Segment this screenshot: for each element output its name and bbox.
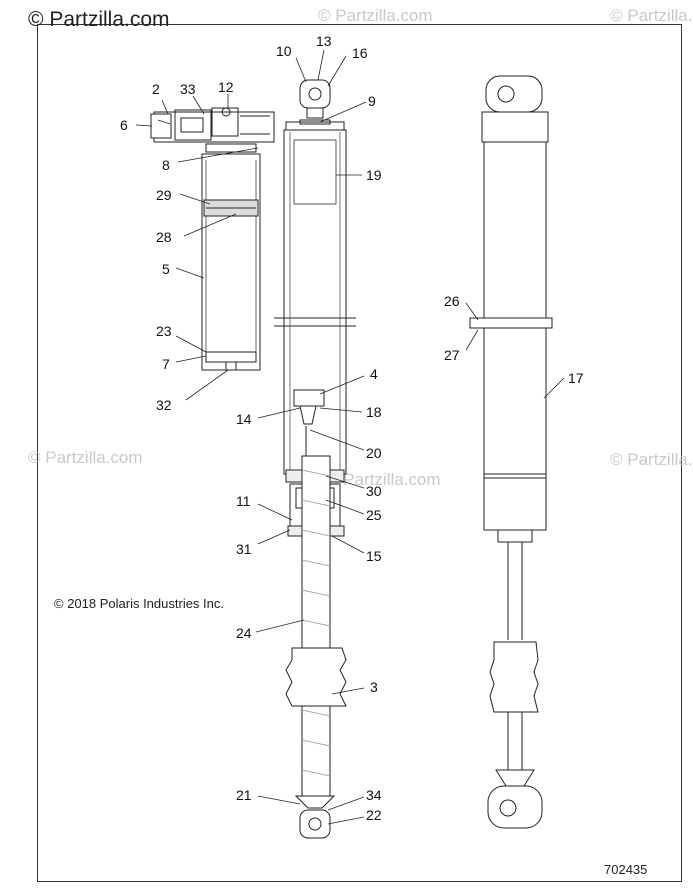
callout-18: 18 xyxy=(366,404,382,420)
callout-29: 29 xyxy=(156,187,172,203)
callout-12: 12 xyxy=(218,79,234,95)
callout-25: 25 xyxy=(366,507,382,523)
callout-3: 3 xyxy=(370,679,378,695)
logo-text: Partzilla.com xyxy=(49,8,170,31)
callout-24: 24 xyxy=(236,625,252,641)
diagram-border xyxy=(37,24,682,882)
copyright-symbol: © xyxy=(28,8,44,31)
watermark: © Partzilla.com xyxy=(610,6,693,25)
partzilla-logo[interactable]: © Partzilla.com xyxy=(28,8,170,32)
callout-34: 34 xyxy=(366,787,382,803)
callout-8: 8 xyxy=(162,157,170,173)
callout-5: 5 xyxy=(162,261,170,277)
callout-33: 33 xyxy=(180,81,196,97)
callout-19: 19 xyxy=(366,167,382,183)
reservoir-head xyxy=(150,107,275,153)
callout-4: 4 xyxy=(370,366,378,382)
callout-11: 11 xyxy=(236,493,251,509)
leader-lines xyxy=(135,49,565,825)
callout-31: 31 xyxy=(236,541,252,557)
callout-30: 30 xyxy=(366,483,382,499)
shaft-with-bumper xyxy=(285,455,347,797)
callout-10: 10 xyxy=(276,43,292,59)
watermark: © Partzilla.com xyxy=(326,470,441,489)
callout-20: 20 xyxy=(366,445,382,461)
callout-15: 15 xyxy=(366,548,382,564)
callout-6: 6 xyxy=(120,117,128,133)
callout-17: 17 xyxy=(568,370,584,386)
callout-22: 22 xyxy=(366,807,382,823)
watermark: © Partzilla.com xyxy=(28,448,143,467)
watermark: © Partzilla.com xyxy=(610,450,693,469)
assembled-shock xyxy=(469,75,553,829)
callout-27: 27 xyxy=(444,347,460,363)
callout-7: 7 xyxy=(162,356,170,372)
callout-2: 2 xyxy=(152,81,160,97)
callout-21: 21 xyxy=(236,787,252,803)
callout-23: 23 xyxy=(156,323,172,339)
bottom-eyelet xyxy=(294,795,336,839)
callout-9: 9 xyxy=(368,93,376,109)
shock-body-tube xyxy=(274,129,356,475)
watermark: © Partzilla.com xyxy=(318,6,433,25)
callout-26: 26 xyxy=(444,293,460,309)
reservoir-body xyxy=(201,153,261,371)
top-eyelet xyxy=(299,79,331,119)
callout-32: 32 xyxy=(156,397,172,413)
drawing-number: 702435 xyxy=(604,862,648,877)
callout-28: 28 xyxy=(156,229,172,245)
callout-16: 16 xyxy=(352,45,368,61)
callout-14: 14 xyxy=(236,411,252,427)
callout-13: 13 xyxy=(316,33,332,49)
copyright-notice: © 2018 Polaris Industries Inc. xyxy=(54,596,224,611)
